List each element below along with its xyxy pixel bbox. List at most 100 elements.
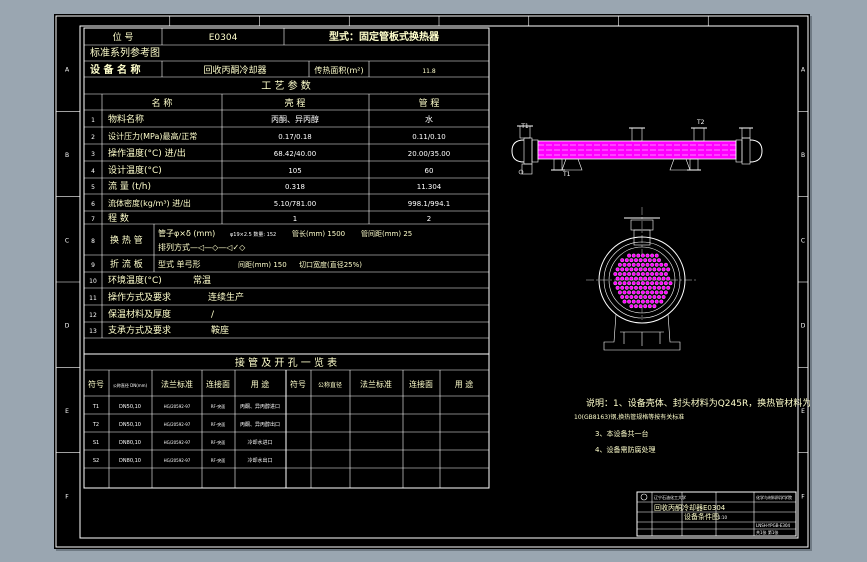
tube-hole <box>627 281 632 286</box>
tube-hole <box>638 304 643 309</box>
row-tube: 20.00/35.00 <box>408 150 450 158</box>
tube-hole <box>620 267 625 272</box>
tube-hole <box>647 276 652 281</box>
tube-hole <box>661 295 666 299</box>
tb-dept: 化学与材料科学学院 <box>756 494 792 500</box>
nozzle-dn: DN50,10 <box>119 422 141 428</box>
tube-hole <box>643 295 648 299</box>
note-line2: 10(GB8163)钢,换热管规格等按有关标准 <box>574 413 684 421</box>
title-block <box>636 491 797 537</box>
tube-hole <box>645 281 650 286</box>
row-shell: 0.318 <box>285 183 305 191</box>
tube-hole <box>634 304 638 309</box>
row-no: 6 <box>91 201 95 208</box>
tb-scale: 1:10 <box>718 515 727 520</box>
equipment-name-value: 回收丙酮冷却器 <box>203 64 266 76</box>
col-shell: 壳 程 <box>285 97 306 109</box>
baffle-cut: 切口宽度(直径25%) <box>299 260 362 269</box>
nozzle-table <box>83 353 490 489</box>
ref-drawing: 标准系列参考图 <box>90 46 160 59</box>
tube-hole <box>622 299 627 304</box>
nozzle-use: 丙酮、异丙醇进口 <box>240 403 280 410</box>
tube-hole <box>615 267 620 272</box>
tube-hole <box>659 281 664 286</box>
nozzle-dn: DN80,10 <box>119 440 141 446</box>
tube-hole <box>640 253 645 258</box>
tube-hole <box>666 276 671 281</box>
tube-hole <box>645 262 650 267</box>
equipment-name-label: 设 备 名 称 <box>90 63 140 76</box>
area-label: 传热面积(m²) <box>314 65 363 75</box>
tube-hole <box>659 299 664 304</box>
nozzle-sym: T2 <box>92 422 99 428</box>
type-label: 型式：固定管板式换热器 <box>329 30 440 43</box>
row-name: 流 量 (t/h) <box>108 180 151 192</box>
tube-hole <box>668 281 673 286</box>
tube-hole <box>650 281 655 286</box>
nozzle-use: 丙酮、异丙醇出口 <box>240 421 280 428</box>
tube-hole <box>627 290 632 295</box>
process-rows: 1 物料名称 丙酮、异丙醇 水 2 设计压力(MPa)最高/正常 0.17/0.… <box>91 113 450 224</box>
row10-label: 环境温度(°C) <box>108 274 162 286</box>
nozzle-face: RF-突面 <box>211 457 226 463</box>
tube-hole <box>657 285 661 290</box>
tube-hole <box>643 304 648 309</box>
notes: 说明：1、设备壳体、封头材料为Q245R，换热管材料为 10(GB8163)钢,… <box>574 397 811 454</box>
nozzle-std: HG/20592-97 <box>164 458 191 463</box>
nozzle-header: 法兰标准 <box>360 379 392 389</box>
label-t2: T2 <box>696 119 705 126</box>
row-mark-right: F <box>801 493 805 500</box>
row-mark-left: B <box>65 152 69 159</box>
process-title: 工 艺 参 数 <box>261 79 311 92</box>
row10-no: 10 <box>89 278 97 285</box>
tube-hole <box>636 272 641 276</box>
tube-hole <box>617 290 622 295</box>
row-no: 7 <box>91 216 95 223</box>
tb-sub: 设备条件图 <box>684 512 719 521</box>
tube-hole <box>640 281 645 286</box>
tube-hole <box>654 281 659 286</box>
tube-hole <box>654 299 659 304</box>
tube-hole <box>643 276 648 281</box>
tube-hole <box>622 290 627 295</box>
nozzle-use: 冷却水进口 <box>247 439 272 446</box>
tube-hole <box>657 295 661 299</box>
row-tube: 0.11/0.10 <box>412 133 446 141</box>
row-mark-right: B <box>801 152 805 159</box>
tube-hole <box>613 281 618 286</box>
row-shell: 1 <box>293 215 297 223</box>
nozzle-sym: T1 <box>92 404 99 410</box>
row13-label: 支承方式及要求 <box>108 324 171 336</box>
tube-hole <box>652 267 657 272</box>
tube-hole <box>629 267 634 272</box>
tube-hole <box>650 272 655 276</box>
row-tube: 11.304 <box>417 183 442 191</box>
tube-hole <box>636 299 641 304</box>
tube-hole <box>645 272 650 276</box>
row-mark-left: C <box>65 237 69 244</box>
tube-hole <box>622 272 627 276</box>
row-mark-left: F <box>65 493 69 500</box>
tube-hole <box>645 299 650 304</box>
row8-no: 8 <box>91 238 95 245</box>
tube-hole <box>661 285 666 290</box>
tube-hole <box>627 299 632 304</box>
nozzle-face: RF-突面 <box>211 439 226 445</box>
tube-hole <box>636 262 641 267</box>
tube-hole <box>666 285 671 290</box>
row-name: 物料名称 <box>108 113 144 125</box>
tube-hole <box>661 276 666 281</box>
tube-hole <box>652 285 657 290</box>
row-name: 程 数 <box>108 212 129 224</box>
row-tube: 60 <box>425 167 434 175</box>
tube-hole <box>624 295 629 299</box>
tube-hole <box>663 272 668 276</box>
tube-hole <box>631 262 636 267</box>
nozzle-rows: T1 DN50,10 HG/20592-97 RF-突面 丙酮、异丙醇进口 T2… <box>92 403 280 464</box>
section-view <box>586 207 698 351</box>
tube-hole <box>617 272 622 276</box>
row-mark-left: A <box>65 67 70 74</box>
